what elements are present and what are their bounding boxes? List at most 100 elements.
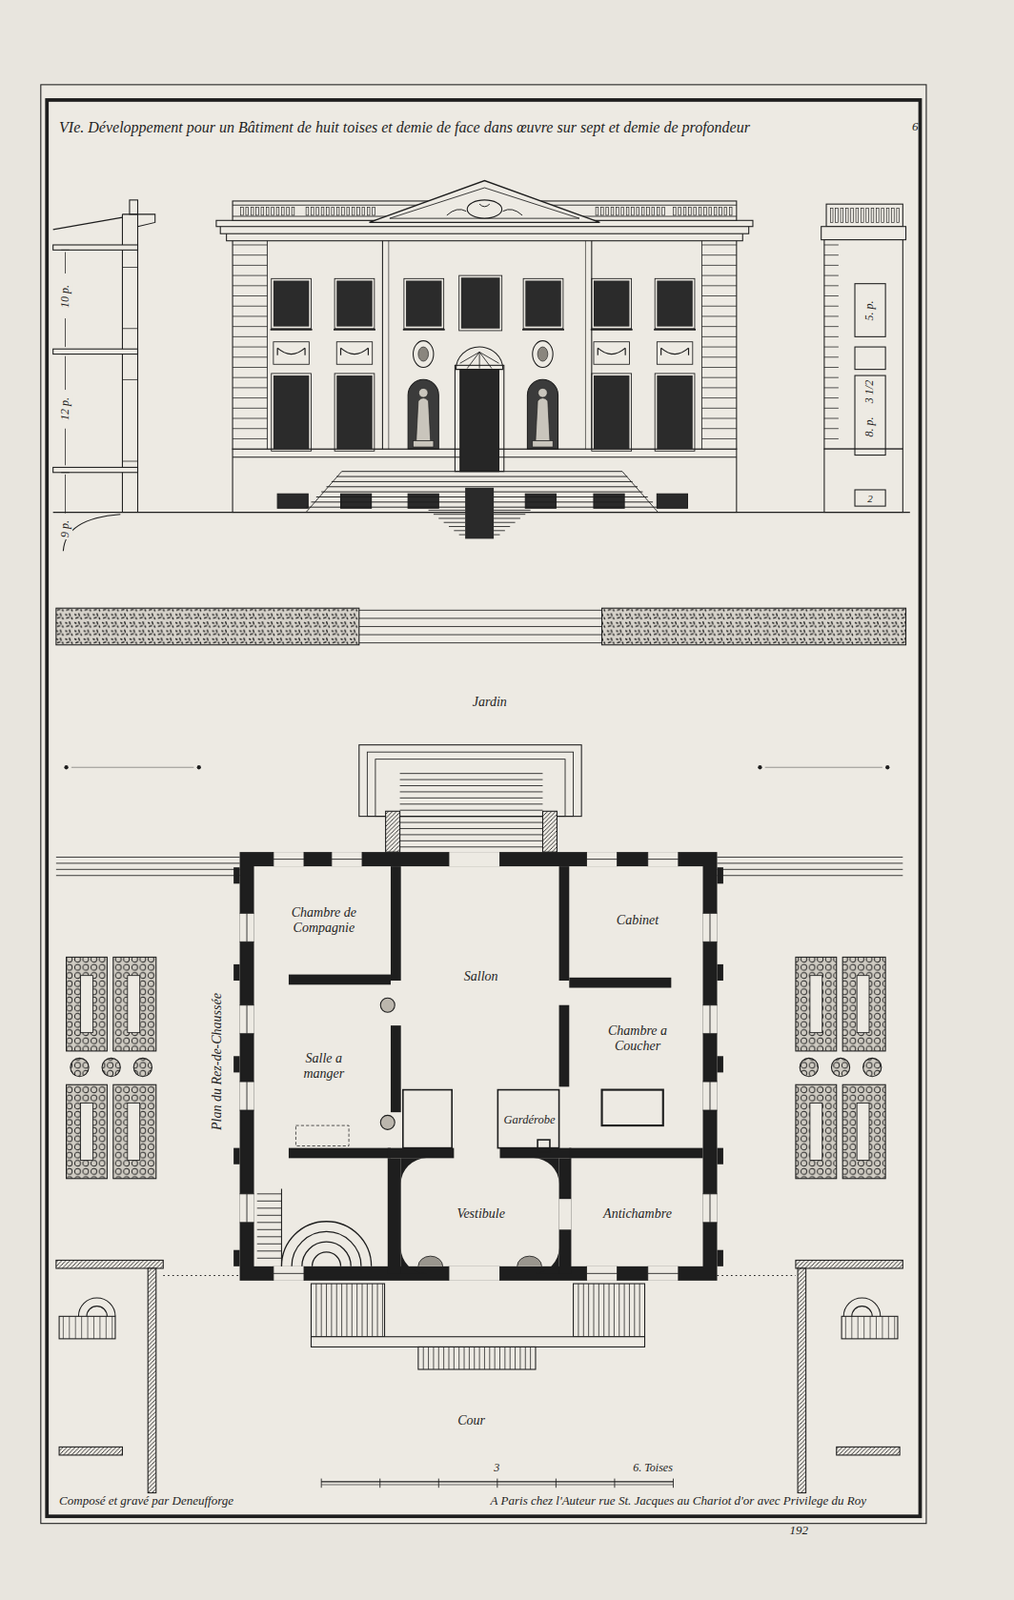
cartouche (466, 200, 502, 219)
baluster (719, 206, 723, 216)
baluster (276, 206, 280, 216)
window-sill (522, 328, 565, 331)
quoin (824, 386, 839, 388)
perron (418, 1346, 536, 1370)
door-arch (455, 346, 503, 370)
parterre-path (81, 1103, 94, 1161)
parterre-round (863, 1057, 882, 1076)
jamb (499, 851, 501, 867)
quoin (824, 315, 839, 317)
quoin (701, 377, 736, 379)
court-step (68, 1316, 70, 1339)
room: Sallon (403, 869, 560, 1084)
dimension-line (64, 318, 66, 347)
garland (277, 347, 305, 355)
section-cornice (121, 214, 155, 227)
side-panel (854, 346, 886, 370)
cellar-step (493, 509, 531, 511)
baluster (860, 207, 864, 223)
jamb (362, 851, 364, 867)
window-opening (703, 1005, 718, 1035)
stair-step (257, 1243, 283, 1245)
baluster (647, 206, 650, 216)
jamb (703, 1110, 718, 1112)
perron-step (519, 1346, 521, 1370)
garland (597, 347, 626, 355)
side-window (854, 375, 886, 456)
baluster (693, 206, 697, 216)
pier (233, 1148, 240, 1165)
stair-step (257, 1200, 283, 1202)
perron-step (529, 1346, 531, 1370)
parterre-path (810, 975, 823, 1034)
section-window (121, 267, 138, 329)
outer-wall (246, 859, 710, 1275)
plate-label: Composé et gravé par Deneufforge (59, 1494, 234, 1509)
glazing (273, 858, 305, 860)
baluster (672, 206, 676, 216)
baluster (704, 206, 708, 216)
baluster (636, 206, 640, 216)
perron-step (618, 1283, 620, 1338)
quoin (824, 427, 839, 429)
baluster (256, 206, 260, 216)
perron-step (613, 1283, 615, 1338)
marker-dot (885, 765, 890, 770)
quoin (824, 295, 839, 297)
court-step (87, 1316, 89, 1339)
cellar-step (444, 522, 466, 524)
panel (273, 342, 309, 366)
jamb (703, 1081, 718, 1083)
baluster (830, 207, 833, 223)
perron-step (443, 1346, 445, 1370)
panel (593, 342, 629, 366)
plan-title: Plan du Rez-de-Chaussée (209, 993, 225, 1131)
perron-step (341, 1283, 343, 1338)
perron-step (488, 1346, 490, 1370)
baluster (606, 206, 609, 216)
statue-pedestal (532, 441, 553, 447)
parterre-path (856, 975, 870, 1034)
jamb (499, 1266, 501, 1281)
pediment (389, 187, 580, 219)
baluster (855, 207, 859, 223)
plate-label: 2 (865, 491, 875, 505)
baluster (626, 206, 629, 216)
partition (568, 1148, 703, 1159)
baluster (641, 206, 645, 216)
plate-label: 5. p. (863, 298, 877, 323)
parterre-round (70, 1057, 89, 1076)
terrace-line (717, 869, 904, 871)
perron-step (639, 1283, 641, 1338)
baluster (357, 206, 361, 216)
window (525, 280, 561, 326)
baluster (835, 207, 839, 223)
cellar-step (428, 509, 467, 511)
quoin (824, 356, 839, 358)
window-frame (591, 373, 632, 451)
glazing (246, 1081, 248, 1111)
door-opening (448, 851, 501, 867)
medallion (413, 341, 434, 368)
garden-step (400, 833, 544, 835)
parterre-round (101, 1057, 121, 1076)
stair-arc (78, 1297, 116, 1317)
court-wall (797, 1268, 807, 1494)
scale-tick (438, 1479, 440, 1489)
quoin (232, 407, 267, 409)
plate-label: A Paris chez l'Auteur rue St. Jacques au… (490, 1494, 868, 1509)
medallion (532, 341, 553, 368)
quoin (232, 377, 267, 379)
parterre (113, 1084, 157, 1179)
court-step (111, 1316, 113, 1339)
perron-step (362, 1283, 364, 1338)
baluster (689, 206, 692, 216)
room: Chambre de Compagnie (257, 869, 391, 972)
quoin (701, 407, 736, 409)
quoin (701, 315, 736, 317)
perron-step (453, 1346, 455, 1370)
quoin (232, 346, 267, 348)
baluster (678, 206, 682, 216)
quoin (232, 315, 267, 317)
